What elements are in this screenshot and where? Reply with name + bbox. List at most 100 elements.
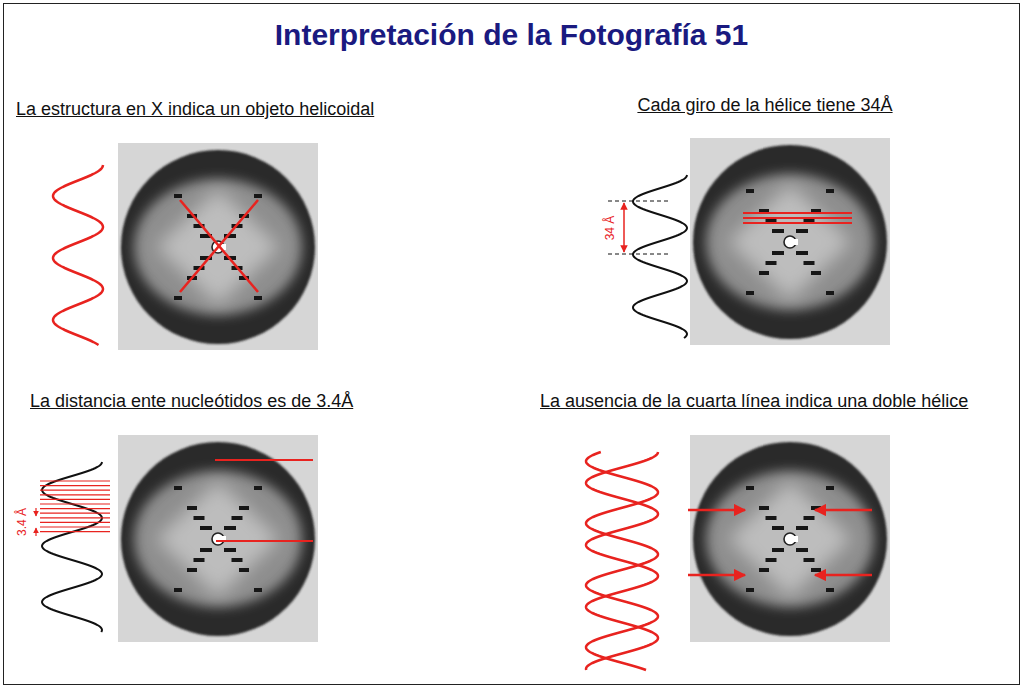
nucleotide-line: [40, 490, 110, 491]
xray-photo: [793, 536, 798, 542]
xray-photo: [118, 143, 318, 350]
xray-photo: [121, 150, 315, 344]
dimension-arrow: [35, 528, 36, 536]
xray-photo: [690, 435, 890, 642]
xray-photo: [239, 568, 249, 572]
pointer-arrow: [688, 574, 745, 577]
xray-photo: [690, 138, 890, 345]
dimension-arrow: [35, 508, 36, 516]
xray-photo: [156, 189, 280, 305]
layer-line: [743, 217, 852, 219]
layer-line: [743, 222, 852, 224]
xray-photo: [254, 588, 262, 592]
pointer-arrow: [815, 574, 872, 577]
xray-photo: [118, 143, 318, 350]
panel-heading: La distancia ente nucleótidos es de 3.4Å: [30, 391, 353, 412]
xray-photo: [174, 486, 182, 490]
xray-photo: [804, 558, 815, 562]
xray-photo: [746, 291, 754, 295]
xray-photo: [772, 251, 784, 255]
helix-wave: [633, 175, 687, 338]
xray-photo: [118, 435, 318, 642]
dimension-arrow: [623, 203, 625, 252]
layer-line: [216, 540, 313, 542]
xray-photo: [766, 558, 777, 562]
xray-photo: [811, 271, 821, 275]
nucleotide-line: [40, 513, 110, 514]
x-mark: [180, 200, 258, 292]
xray-photo: [728, 481, 852, 597]
xray-photo: [826, 189, 834, 193]
layer-line: [743, 212, 852, 214]
dimension-tick: [608, 254, 668, 255]
xray-photo: [728, 184, 852, 300]
nucleotide-line: [40, 503, 110, 504]
xray-photo: [772, 548, 784, 552]
dimension-tick: [608, 201, 668, 202]
xray-photo: [759, 506, 769, 510]
xray-photo: [746, 588, 754, 592]
xray-photo: [239, 506, 249, 510]
nucleotide-line: [40, 480, 110, 481]
xray-photo: [826, 588, 834, 592]
xray-photo: [134, 471, 302, 607]
xray-photo: [746, 189, 754, 193]
xray-photo: [804, 261, 815, 265]
xray-photo: [690, 138, 890, 345]
xray-photo: [690, 435, 890, 642]
xray-photo: [796, 251, 808, 255]
xray-photo: [796, 526, 808, 530]
pointer-arrow: [815, 509, 872, 512]
xray-photo: [232, 516, 243, 520]
xray-photo: [156, 481, 280, 597]
panel-heading: Cada giro de la hélice tiene 34Å: [637, 95, 892, 116]
nucleotide-line: [40, 508, 110, 509]
layer-line: [215, 459, 313, 461]
panel-heading: La estructura en X indica un objeto heli…: [16, 99, 374, 120]
xray-photo: [811, 568, 821, 572]
xray-photo: [826, 291, 834, 295]
xray-photo: [232, 558, 243, 562]
xray-photo: [134, 179, 302, 315]
helix-strand: [586, 452, 658, 670]
xray-photo: [187, 568, 197, 572]
helix-wave: [53, 165, 103, 345]
xray-photo: [766, 261, 777, 265]
xray-photo: [174, 588, 182, 592]
xray-photo: [254, 486, 262, 490]
page-title: Interpretación de la Fotografía 51: [0, 18, 1023, 52]
xray-photo: [796, 548, 808, 552]
panel-heading: La ausencia de la cuarta línea indica un…: [540, 391, 968, 412]
x-mark: [180, 200, 258, 292]
xray-photo: [200, 548, 212, 552]
xray-photo: [826, 486, 834, 490]
helix-wave: [42, 462, 102, 632]
xray-photo: [706, 471, 874, 607]
xray-photo: [121, 442, 315, 636]
xray-photo: [194, 558, 205, 562]
xray-photo: [174, 194, 182, 198]
xray-photo: [746, 486, 754, 490]
xray-photo: [766, 516, 777, 520]
xray-photo: [759, 271, 769, 275]
xray-photo: [793, 239, 798, 245]
pointer-arrow: [688, 509, 745, 512]
nucleotide-line: [40, 526, 110, 527]
nucleotide-line: [40, 522, 110, 523]
nucleotide-line: [40, 517, 110, 518]
xray-photo: [254, 296, 262, 300]
xray-photo: [706, 174, 874, 310]
helix-strand: [586, 452, 658, 670]
xray-photo: [187, 506, 197, 510]
xray-photo: [174, 296, 182, 300]
xray-photo: [693, 442, 887, 636]
nucleotide-line: [40, 499, 110, 500]
xray-photo: [254, 194, 262, 198]
xray-photo: [224, 548, 236, 552]
xray-photo: [759, 568, 769, 572]
xray-photo: [772, 229, 784, 233]
xray-photo: [796, 229, 808, 233]
dimension-label: 3.4 Å: [15, 506, 29, 538]
xray-photo: [804, 516, 815, 520]
